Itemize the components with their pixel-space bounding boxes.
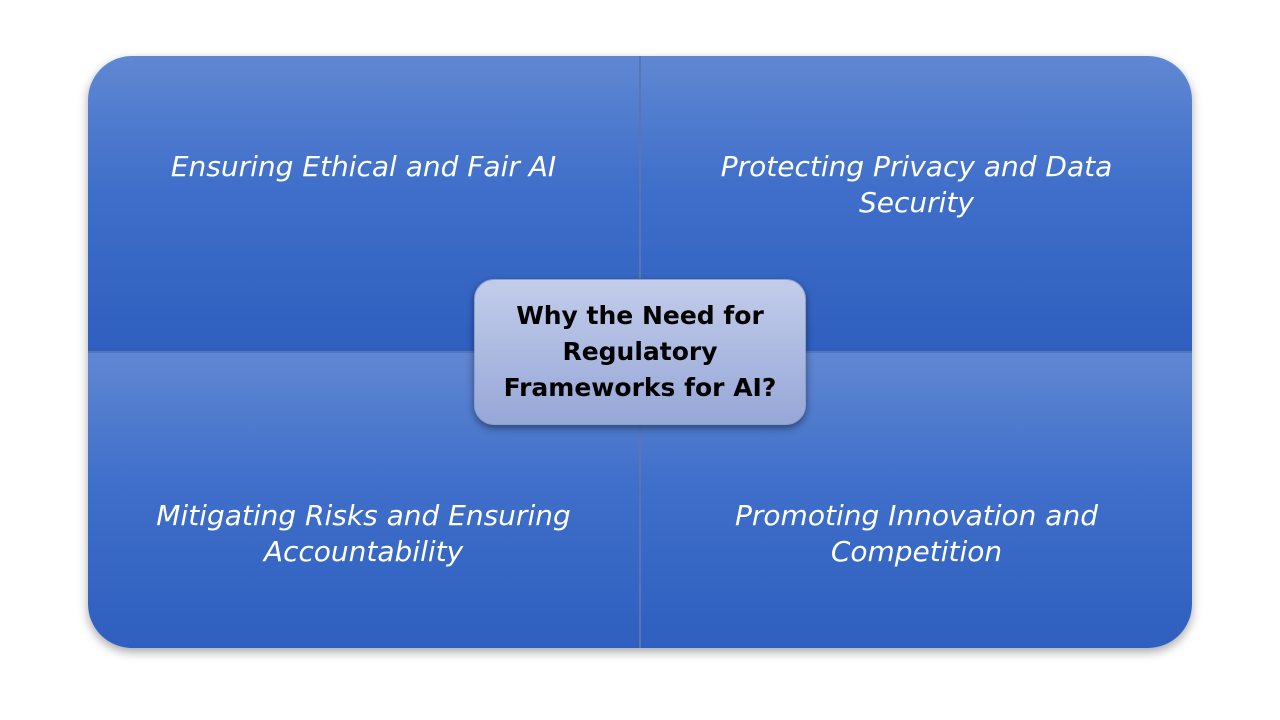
center-topic-box: Why the Need for Regulatory Frameworks f… — [474, 279, 806, 425]
quadrant-label-ethical-fair-ai: Ensuring Ethical and Fair AI — [170, 150, 557, 183]
quadrant-label-privacy-data-security: Protecting Privacy and Data Security — [720, 150, 1113, 219]
quadrant-top-right: Protecting Privacy and Data Security — [641, 56, 1192, 351]
quadrant-label-innovation-competition: Promoting Innovation and Competition — [735, 499, 1098, 568]
quadrant-label-risks-accountability: Mitigating Risks and Ensuring Accountabi… — [156, 499, 571, 568]
center-topic-title: Why the Need for Regulatory Frameworks f… — [503, 301, 777, 402]
quadrant-matrix: Ensuring Ethical and Fair AI Protecting … — [88, 56, 1192, 648]
quadrant-top-left: Ensuring Ethical and Fair AI — [88, 56, 639, 351]
quadrant-bottom-left: Mitigating Risks and Ensuring Accountabi… — [88, 353, 639, 648]
